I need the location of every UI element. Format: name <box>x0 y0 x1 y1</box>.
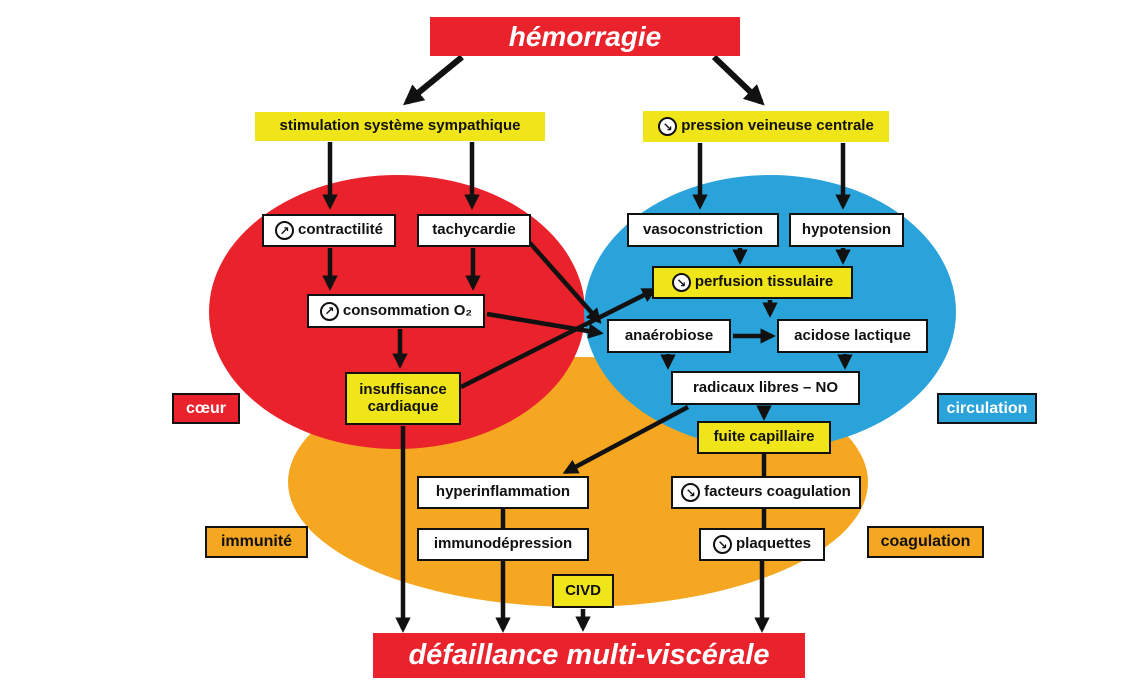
node-insuffisance-cardiaque: insuffisance cardiaque <box>345 372 461 425</box>
node-fuite-capillaire: fuite capillaire <box>697 421 831 454</box>
defaillance-label: défaillance multi-viscérale <box>408 639 770 671</box>
hypotension-label: hypotension <box>801 220 892 238</box>
arrow-radicaux-hyperinflammation <box>562 405 690 474</box>
node-defaillance-multi-viscerale: défaillance multi-viscérale <box>373 633 805 678</box>
node-plaquettes: ↘ plaquettes <box>699 528 825 561</box>
node-perfusion-tissulaire: ↘ perfusion tissulaire <box>652 266 853 299</box>
coagulation-label: coagulation <box>880 533 971 550</box>
fuite-label: fuite capillaire <box>713 428 815 446</box>
node-consommation-o2: ↗ consommation O₂ <box>307 294 485 328</box>
increase-icon: ↗ <box>319 301 339 321</box>
tachycardie-label: tachycardie <box>432 221 516 239</box>
increase-glyph: ↗ <box>324 304 335 318</box>
decrease-glyph: ↘ <box>685 485 696 500</box>
insuffisance-label: insuffisance cardiaque <box>359 381 447 415</box>
node-vasoconstriction: vasoconstriction <box>627 213 779 247</box>
node-contractilite: ↗ contractilité <box>262 214 396 247</box>
decrease-glyph: ↘ <box>676 275 687 290</box>
hemorragie-label: hémorragie <box>508 20 662 52</box>
increase-icon: ↗ <box>274 221 294 240</box>
civd-label: CIVD <box>565 581 601 599</box>
vasoconstriction-label: vasoconstriction <box>642 220 764 238</box>
node-stimulation-sympathique: stimulation système sympathique <box>255 112 545 141</box>
contractilite-label: contractilité <box>297 221 384 239</box>
decrease-icon: ↘ <box>712 535 732 554</box>
decrease-icon: ↘ <box>658 117 678 136</box>
immunodepression-label: immunodépression <box>433 535 573 553</box>
plaquettes-label: plaquettes <box>735 535 811 553</box>
radicaux-label: radicaux libres – NO <box>692 378 839 396</box>
node-tachycardie: tachycardie <box>417 214 531 247</box>
anaerobiose-label: anaérobiose <box>624 326 714 344</box>
node-hypotension: hypotension <box>789 213 904 247</box>
node-radicaux-libres-no: radicaux libres – NO <box>671 371 860 405</box>
acidose-label: acidose lactique <box>794 326 911 344</box>
arrow-consommation-anaerobiose <box>486 311 604 339</box>
node-pression-veineuse-centrale: ↘ pression veineuse centrale <box>643 111 889 142</box>
node-civd: CIVD <box>552 574 614 608</box>
arrow-tachycardie-anaerobiose <box>528 241 602 324</box>
node-hemorragie: hémorragie <box>430 17 740 56</box>
decrease-glyph: ↘ <box>662 119 673 134</box>
facteurs-label: facteurs coagulation <box>704 483 851 501</box>
decrease-glyph: ↘ <box>717 537 728 552</box>
coeur-label: cœur <box>186 399 226 417</box>
node-facteurs-coagulation: ↘ facteurs coagulation <box>671 476 861 509</box>
region-label-coeur: cœur <box>172 393 240 424</box>
perfusion-label: perfusion tissulaire <box>694 273 834 291</box>
hyperinflammation-label: hyperinflammation <box>435 483 571 501</box>
region-label-circulation: circulation <box>937 393 1037 424</box>
node-anaerobiose: anaérobiose <box>607 319 731 353</box>
decrease-icon: ↘ <box>681 483 701 502</box>
region-label-coagulation: coagulation <box>867 526 984 558</box>
node-hyperinflammation: hyperinflammation <box>417 476 589 509</box>
node-acidose-lactique: acidose lactique <box>777 319 928 353</box>
arrow-hemorragie-pvc <box>711 54 765 106</box>
circulation-label: circulation <box>946 399 1028 417</box>
flow-arrows <box>322 54 853 633</box>
decrease-icon: ↘ <box>671 273 691 292</box>
consommation-label: consommation O₂ <box>342 301 473 319</box>
immunite-label: immunité <box>220 533 293 550</box>
node-immunodepression: immunodépression <box>417 528 589 561</box>
region-label-immunite: immunité <box>205 526 308 558</box>
increase-glyph: ↗ <box>279 223 290 238</box>
pvc-label: pression veineuse centrale <box>681 117 874 135</box>
arrow-insuffisance-perfusion <box>459 287 658 390</box>
arrow-hemorragie-stimulation <box>403 54 464 106</box>
stimulation-label: stimulation système sympathique <box>279 117 521 135</box>
